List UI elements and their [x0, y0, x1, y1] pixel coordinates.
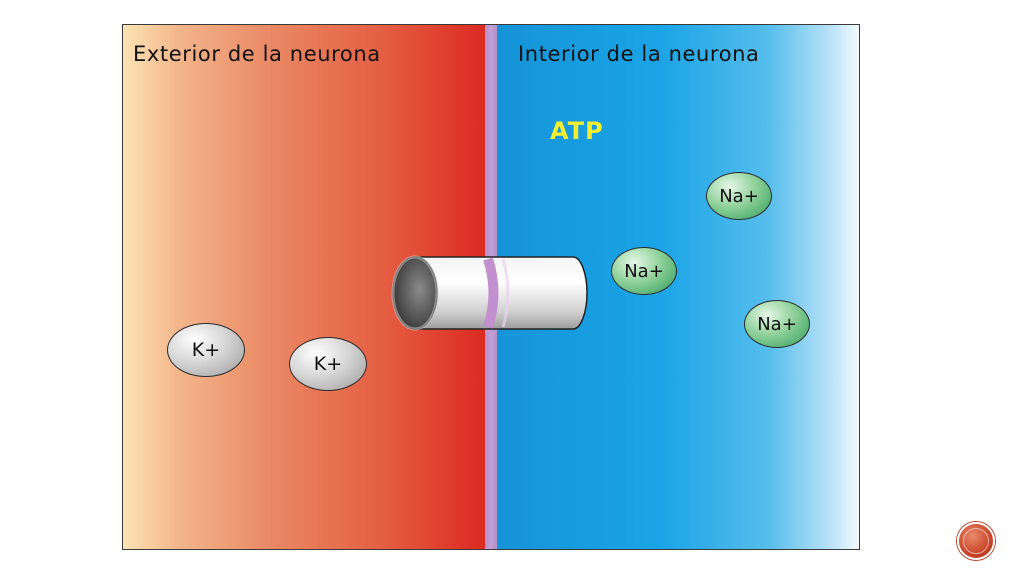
- potassium-ion: K+: [289, 337, 367, 391]
- ion-channel-cylinder-icon: [391, 255, 588, 331]
- interior-label: Interior de la neurona: [518, 42, 760, 66]
- sodium-ion: Na+: [611, 247, 677, 295]
- sodium-ion: Na+: [706, 172, 772, 220]
- nav-ring: [963, 528, 989, 554]
- atp-label: ATP: [550, 117, 604, 145]
- slide-nav-circle-icon[interactable]: [957, 522, 995, 560]
- sodium-ion: Na+: [744, 300, 810, 348]
- exterior-label: Exterior de la neurona: [133, 42, 381, 66]
- potassium-ion: K+: [167, 323, 245, 377]
- membrane-diagram: Exterior de la neurona Interior de la ne…: [122, 24, 860, 550]
